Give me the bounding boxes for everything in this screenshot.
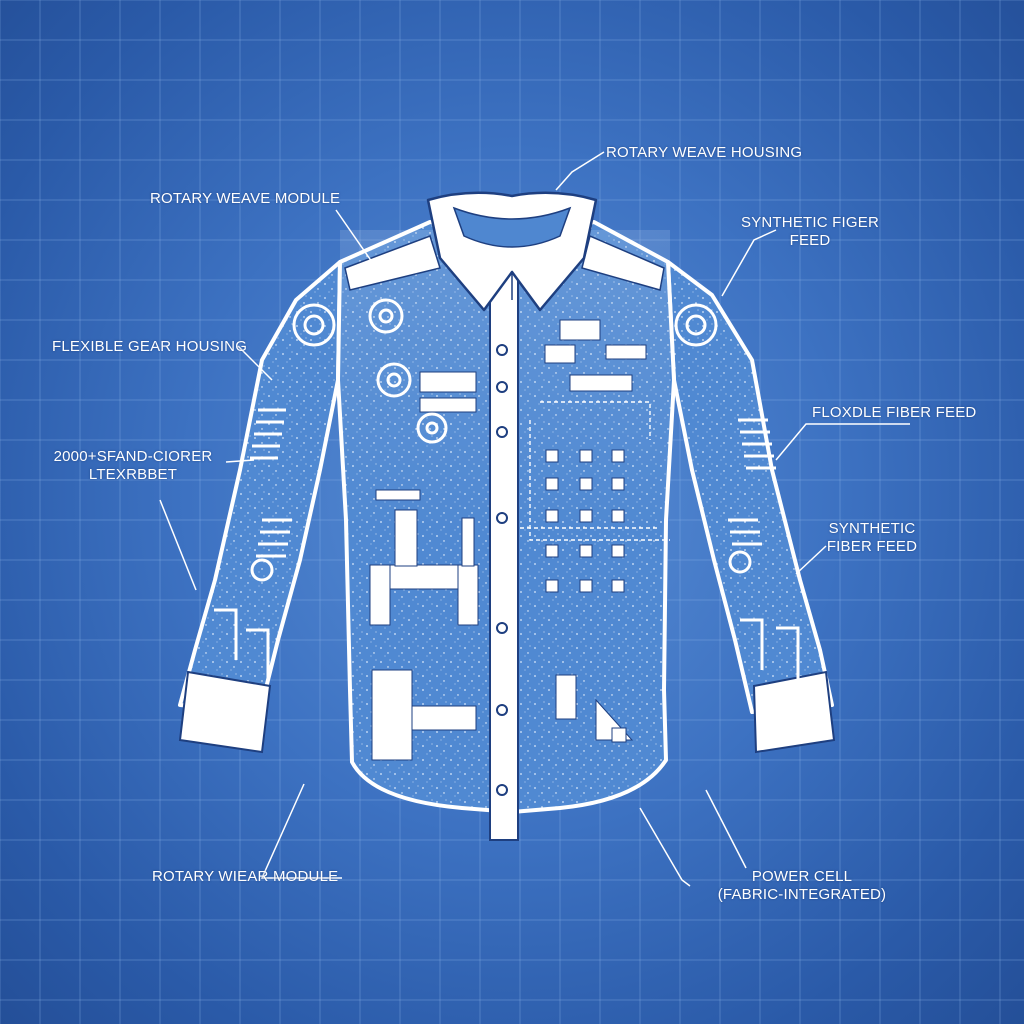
label-rotary-wear-module: ROTARY WIEAR MODULE — [152, 868, 339, 885]
left-cuff — [178, 670, 272, 754]
right-cuff — [752, 670, 836, 754]
label-synthetic-figer-feed: SYNTHETIC FIGER FEED — [740, 214, 879, 249]
button-placket — [489, 261, 519, 841]
label-synthetic-fiber-feed: SYNTHETIC FIBER FEED — [826, 520, 918, 555]
gear-cluster — [250, 298, 752, 582]
sleeve-coils — [214, 408, 800, 680]
buttons — [496, 344, 508, 796]
label-rotary-weave-housing: ROTARY WEAVE HOUSING — [606, 144, 803, 161]
circuit-traces — [520, 401, 670, 541]
tech-pattern — [369, 319, 647, 761]
left-sleeve — [178, 260, 342, 714]
leader-lines — [159, 151, 910, 887]
label-rotary-weave-module: ROTARY WEAVE MODULE — [150, 190, 341, 207]
label-flexible-gear-housing: FLEXIBLE GEAR HOUSING — [52, 338, 248, 355]
label-garbled-spec: 2000+SFAND-CIORER LTEXRBBET — [53, 448, 213, 483]
label-floxdle-fiber-feed: FLOXDLE FIBER FEED — [812, 404, 977, 421]
label-power-cell: POWER CELL (FABRIC-INTEGRATED) — [717, 868, 887, 903]
right-sleeve — [666, 260, 834, 714]
